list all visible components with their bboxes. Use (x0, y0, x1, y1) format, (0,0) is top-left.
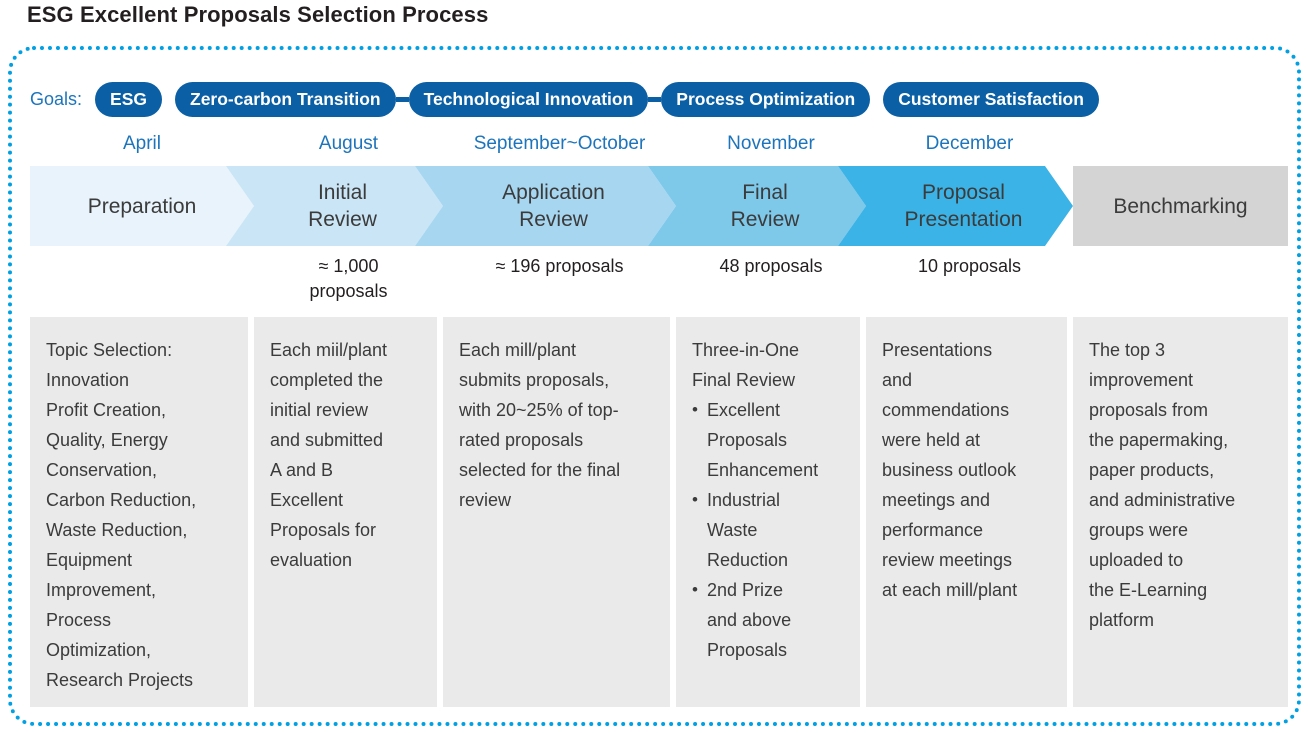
stage-bullet-item: 2nd Prize and above Proposals (692, 575, 846, 665)
goals-label: Goals: (30, 88, 83, 109)
goal-pill[interactable]: Customer Satisfaction (883, 81, 1099, 117)
stage-month-label: November (727, 133, 815, 154)
stage-month-label: April (122, 133, 161, 154)
stage-month-label: September~October (473, 133, 646, 154)
stage-proposal-count (1073, 252, 1288, 307)
stage-description-text: Presentations and commendations were hel… (882, 340, 1018, 600)
dotted-border-frame (8, 46, 1301, 726)
stage-bullet-item: Industrial Waste Reduction (692, 485, 846, 575)
stage-chevron-bar: Preparation Initial Review Application Rev… (30, 166, 1288, 246)
stage-description-panel: Three-in-One Final ReviewExcellent Propo… (676, 317, 860, 707)
proposal-counts-row: ≈ 1,000 proposals ≈ 196 proposals 48 propo… (30, 252, 1288, 307)
stage-description-panel: Topic Selection: Innovation Profit Creat… (30, 317, 248, 707)
stage-name-label: Proposal Presentation (904, 181, 1023, 231)
stage-description-panel: Presentations and commendations were hel… (866, 317, 1067, 707)
stage-proposal-count (30, 252, 254, 307)
stage-bullet-item: Excellent Proposals Enhancement (692, 395, 846, 485)
goals-row: Goals: ESG Zero-carbon Transition Technolo… (30, 79, 1288, 119)
goal-connector-bar (648, 96, 662, 102)
goal-pill[interactable]: Technological Innovation (408, 81, 649, 117)
stage-month-label: December (925, 133, 1014, 154)
stage-description-text: Three-in-One Final Review (692, 340, 800, 390)
goal-pill[interactable]: Process Optimization (661, 81, 871, 117)
stage-name-label: Benchmarking (1113, 194, 1248, 218)
stage-month-label (1073, 133, 1288, 163)
stage-bullet-list: Excellent Proposals EnhancementIndustria… (692, 395, 846, 665)
stage-segment[interactable]: Benchmarking (1073, 166, 1288, 246)
stage-proposal-count: 48 proposals (719, 256, 823, 276)
stage-segment[interactable]: Proposal Presentation (838, 166, 1073, 246)
stage-description-text: Each mill/plant submits proposals, with … (459, 340, 621, 510)
stage-description-text: Each miil/plant completed the initial re… (270, 340, 388, 570)
stage-description-panel: Each miil/plant completed the initial re… (254, 317, 437, 707)
stage-description-text: The top 3 improvement proposals from the… (1089, 340, 1236, 630)
stage-month-label: August (318, 133, 379, 154)
goal-pill[interactable]: ESG (95, 81, 162, 117)
stage-segment[interactable]: Preparation (30, 166, 254, 246)
stage-descriptions-row: Topic Selection: Innovation Profit Creat… (30, 317, 1288, 707)
stage-proposal-count: ≈ 1,000 proposals (309, 256, 388, 301)
stage-description-text: Topic Selection: Innovation Profit Creat… (46, 340, 197, 690)
stage-name-label: Final Review (730, 181, 800, 231)
stage-description-panel: Each mill/plant submits proposals, with … (443, 317, 670, 707)
page-title: ESG Excellent Proposals Selection Proces… (27, 2, 489, 27)
stage-proposal-count: ≈ 196 proposals (495, 256, 624, 276)
stage-name-label: Initial Review (308, 181, 377, 231)
stage-name-label: Preparation (87, 194, 197, 218)
stage-segment[interactable]: Application Review (415, 166, 676, 246)
stage-segment[interactable]: Final Review (648, 166, 866, 246)
goal-pill[interactable]: Zero-carbon Transition (175, 81, 396, 117)
stage-name-label: Application Review (502, 181, 605, 231)
stage-description-panel: The top 3 improvement proposals from the… (1073, 317, 1288, 707)
months-row: April August September~October November Dece… (30, 133, 1288, 163)
goal-connector-bar (395, 96, 409, 102)
stage-proposal-count: 10 proposals (917, 256, 1022, 276)
stage-segment[interactable]: Initial Review (226, 166, 443, 246)
